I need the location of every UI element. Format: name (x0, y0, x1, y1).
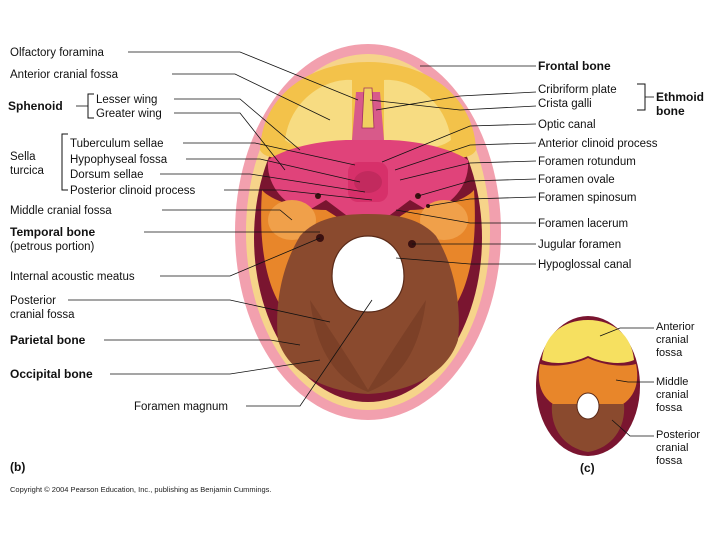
inset-label-middle-3: fossa (656, 402, 683, 414)
inset-label-posterior-1: Posterior (656, 429, 700, 441)
label-occipital-bone: Occipital bone (10, 367, 93, 381)
label-ethmoid-bone: bone (656, 104, 685, 118)
anterior-cranial-fossa-right (384, 79, 451, 149)
label-dorsum-sellae: Dorsum sellae (70, 169, 144, 181)
inset-labels: Anterior cranial fossa Middle cranial fo… (656, 321, 700, 467)
panel-label-c: (c) (580, 461, 595, 475)
label-lesser-wing: Lesser wing (96, 94, 157, 106)
label-hypophyseal-fossa: Hypophyseal fossa (70, 154, 168, 166)
label-petrous-portion: (petrous portion) (10, 241, 95, 253)
label-hypoglossal-canal: Hypoglossal canal (538, 259, 631, 271)
label-posterior-clinoid-process: Posterior clinoid process (70, 185, 196, 197)
label-foramen-magnum: Foramen magnum (134, 401, 228, 413)
hypophyseal-fossa (354, 171, 382, 193)
inset-label-posterior-2: cranial (656, 442, 688, 454)
label-ethmoid: Ethmoid (656, 90, 704, 104)
inset-anterior-fossa (542, 320, 634, 363)
left-labels: Olfactory foramina Anterior cranial foss… (8, 47, 228, 413)
label-foramen-rotundum: Foramen rotundum (538, 156, 636, 168)
inset-skull (536, 316, 654, 456)
label-temporal-bone: Temporal bone (10, 225, 95, 239)
right-leader-lines (369, 65, 537, 265)
label-foramen-ovale: Foramen ovale (538, 174, 615, 186)
brackets (61, 83, 654, 191)
label-parietal-bone: Parietal bone (10, 333, 86, 347)
inset-label-middle-1: Middle (656, 376, 688, 388)
label-foramen-lacerum: Foramen lacerum (538, 218, 628, 230)
label-turcica: turcica (10, 165, 44, 177)
inset-posterior-fossa (551, 404, 625, 452)
foramen-magnum (331, 235, 405, 313)
inset-label-posterior-3: fossa (656, 455, 683, 467)
label-crista-galli: Crista galli (538, 98, 592, 110)
label-olfactory-foramina: Olfactory foramina (10, 47, 105, 59)
label-sphenoid: Sphenoid (8, 99, 63, 113)
inset-label-anterior-2: cranial (656, 334, 688, 346)
inset-label-anterior-1: Anterior (656, 321, 695, 333)
left-leader-lines (68, 51, 373, 407)
label-cribriform-plate: Cribriform plate (538, 84, 617, 96)
label-anterior-cranial-fossa: Anterior cranial fossa (10, 69, 119, 81)
label-internal-acoustic-meatus: Internal acoustic meatus (10, 271, 135, 283)
label-cranial-fossa: cranial fossa (10, 309, 75, 321)
label-jugular-foramen: Jugular foramen (538, 239, 621, 251)
crista-galli (361, 87, 375, 129)
label-frontal-bone: Frontal bone (538, 59, 611, 73)
middle-cranial-fossa-right (420, 200, 468, 240)
label-optic-canal: Optic canal (538, 119, 596, 131)
label-greater-wing: Greater wing (96, 108, 162, 120)
right-labels: Frontal bone Cribriform plate Crista gal… (538, 59, 704, 271)
panel-label-b: (b) (10, 460, 25, 474)
label-foramen-spinosum: Foramen spinosum (538, 192, 636, 204)
inset-foramen-magnum (576, 392, 600, 420)
copyright-notice: Copyright © 2004 Pearson Education, Inc.… (10, 485, 272, 494)
label-sella: Sella (10, 151, 36, 163)
label-anterior-clinoid-process: Anterior clinoid process (538, 138, 658, 150)
inset-label-middle-2: cranial (656, 389, 688, 401)
inset-label-anterior-3: fossa (656, 347, 683, 359)
label-tuberculum-sellae: Tuberculum sellae (70, 138, 164, 150)
inset-middle-fossa (538, 358, 638, 406)
label-middle-cranial-fossa: Middle cranial fossa (10, 205, 112, 217)
label-posterior: Posterior (10, 295, 56, 307)
occipital-shading (310, 300, 426, 392)
